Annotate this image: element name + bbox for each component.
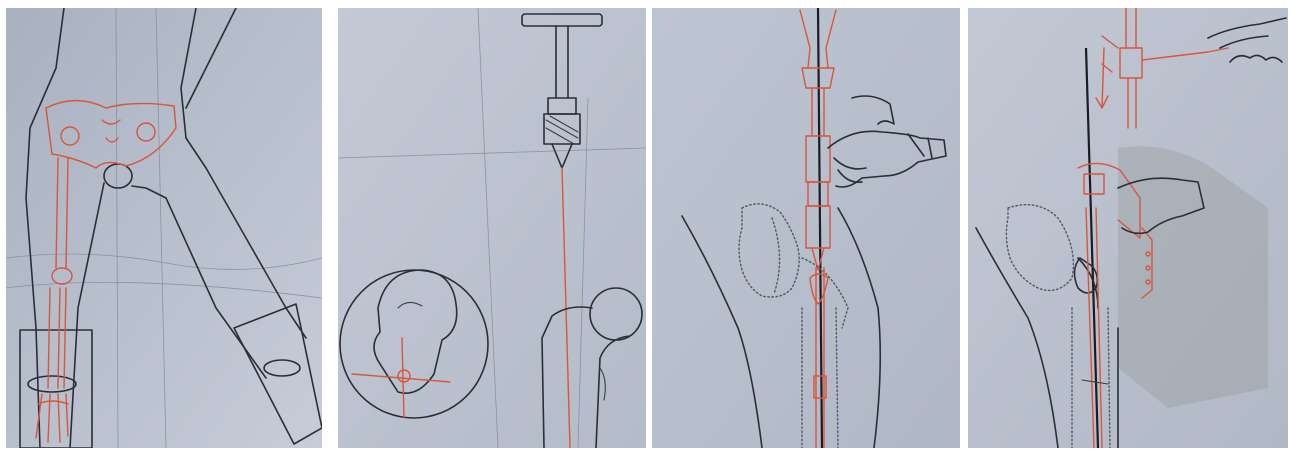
drill-reaming-illustration xyxy=(652,8,960,448)
leg-traction-illustration xyxy=(6,8,322,448)
panel-nail-insertion xyxy=(968,8,1288,448)
guide-wire-illustration xyxy=(338,8,646,448)
nail-insertion-illustration xyxy=(968,8,1288,448)
panel-drill-reaming xyxy=(652,8,960,448)
panel-guide-wire-alignment xyxy=(338,8,646,448)
panel-leg-traction xyxy=(6,8,322,448)
